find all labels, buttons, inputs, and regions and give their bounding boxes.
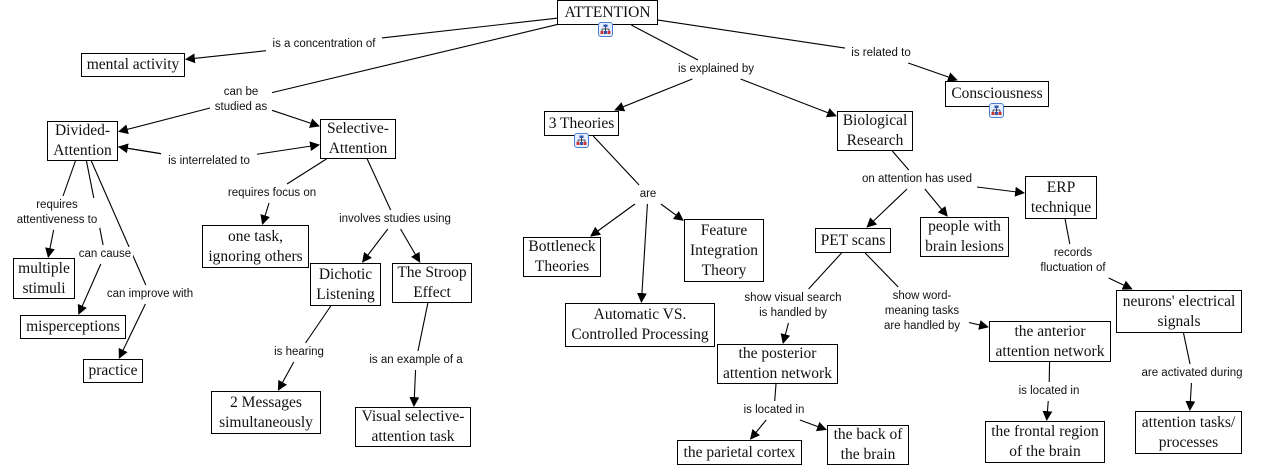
concept-automatic-vs-controlled[interactable]: Automatic VS. Controlled Processing — [565, 303, 715, 347]
connection-line — [45, 229, 55, 258]
connection-line — [400, 228, 421, 263]
connection-line — [305, 305, 332, 344]
concept-neurons-signals[interactable]: neurons' electrical signals — [1116, 290, 1242, 333]
link-show-word-meaning: show word- meaning tasks are handled by — [877, 289, 967, 334]
concept-3-theories[interactable]: 3 Theories — [544, 111, 619, 136]
concept-consciousness[interactable]: Consciousness — [945, 81, 1049, 107]
connection-line — [277, 361, 295, 391]
link-can-be-studied-as: can be studied as — [212, 85, 270, 115]
link-can-cause: can cause — [77, 247, 133, 262]
link-is-explained-by: is explained by — [675, 62, 757, 77]
connection-line — [1185, 382, 1196, 411]
connection-line — [118, 107, 211, 135]
link-on-attention-has-used: on attention has used — [859, 172, 975, 187]
connection-line — [1108, 277, 1133, 290]
connection-line — [1042, 400, 1053, 421]
submap-icon[interactable] — [598, 22, 613, 37]
concept-one-task[interactable]: one task, ignoring others — [202, 225, 309, 268]
connection-line — [62, 160, 76, 197]
connection-line — [118, 143, 162, 155]
link-is-related-to: is related to — [847, 46, 915, 61]
connection-line — [866, 188, 908, 228]
connection-line — [1064, 218, 1071, 245]
connection-line — [799, 419, 827, 432]
connection-line — [592, 135, 640, 186]
connection-line — [77, 263, 102, 315]
connection-line — [631, 24, 699, 61]
concept-bottleneck-theories[interactable]: Bottleneck Theories — [523, 237, 601, 277]
concept-multiple-stimuli[interactable]: multiple stimuli — [13, 258, 75, 299]
link-records-fluctuation-of: records fluctuation of — [1035, 246, 1111, 276]
connection-line — [271, 109, 320, 128]
submap-icon[interactable] — [989, 103, 1004, 118]
concept-pet-scans[interactable]: PET scans — [815, 228, 891, 253]
connection-line — [417, 302, 429, 352]
connection-line — [864, 252, 899, 288]
connection-line — [590, 203, 636, 237]
connection-line — [260, 202, 270, 225]
link-are: are — [636, 187, 660, 202]
link-is-located-in-posterior: is located in — [740, 403, 808, 418]
connection-line — [366, 158, 392, 211]
concept-stroop-effect[interactable]: The Stroop Effect — [392, 263, 472, 303]
concept-misperceptions[interactable]: misperceptions — [20, 315, 126, 339]
concept-dichotic-listening[interactable]: Dichotic Listening — [310, 263, 381, 306]
concept-attention[interactable]: ATTENTION — [557, 0, 658, 25]
connection-line — [774, 383, 777, 402]
concept-erp-technique[interactable]: ERP technique — [1025, 176, 1097, 219]
connection-line — [256, 141, 320, 155]
link-is-an-example-of-a: is an example of a — [366, 353, 466, 368]
connection-line — [362, 228, 389, 263]
concept-practice[interactable]: practice — [83, 359, 143, 383]
link-requires-attentiveness-to: requires attentiveness to — [14, 198, 100, 228]
link-show-visual-search: show visual search is handled by — [740, 291, 846, 321]
link-is-interrelated-to: is interrelated to — [163, 154, 255, 169]
connection-line — [808, 252, 842, 290]
concept-posterior-network[interactable]: the posterior attention network — [717, 344, 838, 384]
connection-line — [968, 320, 989, 330]
connection-line — [660, 203, 684, 221]
concept-parietal-cortex[interactable]: the parietal cortex — [677, 440, 802, 465]
connection-line — [90, 160, 147, 286]
connection-line — [976, 186, 1025, 197]
submap-icon[interactable] — [574, 133, 589, 148]
connection-line — [657, 19, 846, 49]
concept-back-of-brain[interactable]: the back of the brain — [827, 425, 909, 465]
concept-attention-tasks[interactable]: attention tasks/ processes — [1135, 411, 1242, 454]
link-is-located-in-anterior: is located in — [1015, 384, 1083, 399]
concept-selective-attention[interactable]: Selective- Attention — [320, 119, 396, 159]
concept-mental-activity[interactable]: mental activity — [81, 53, 185, 77]
concept-divided-attention[interactable]: Divided- Attention — [47, 121, 118, 161]
connection-line — [381, 17, 558, 39]
link-can-improve-with: can improve with — [104, 287, 196, 302]
link-requires-focus-on: requires focus on — [226, 186, 318, 201]
link-is-hearing: is hearing — [271, 345, 327, 360]
connection-line — [409, 369, 420, 407]
connection-line — [891, 150, 910, 171]
concept-brain-lesions[interactable]: people with brain lesions — [920, 217, 1009, 257]
connection-line — [286, 158, 327, 185]
connection-line — [1182, 332, 1191, 365]
link-are-activated-during: are activated during — [1137, 366, 1247, 381]
connection-line — [271, 24, 558, 94]
link-is-a-concentration-of: is a concentration of — [268, 37, 380, 52]
connection-line — [740, 78, 837, 118]
connection-line — [614, 78, 693, 112]
concept-visual-selective-task[interactable]: Visual selective- attention task — [355, 407, 471, 447]
connection-line — [924, 188, 948, 217]
connection-line — [749, 419, 767, 440]
connection-line — [908, 62, 958, 82]
connection-line — [637, 203, 648, 303]
connection-line — [780, 322, 791, 344]
connection-line — [185, 50, 267, 64]
concept-anterior-network[interactable]: the anterior attention network — [989, 321, 1111, 362]
concept-biological-research[interactable]: Biological Research — [837, 111, 913, 151]
concept-feature-integration[interactable]: Feature Integration Theory — [684, 219, 764, 282]
link-involves-studies-using: involves studies using — [335, 212, 455, 227]
concept-frontal-region[interactable]: the frontal region of the brain — [985, 421, 1105, 463]
concept-2-messages[interactable]: 2 Messages simultaneously — [211, 391, 321, 434]
connection-line — [118, 303, 146, 359]
